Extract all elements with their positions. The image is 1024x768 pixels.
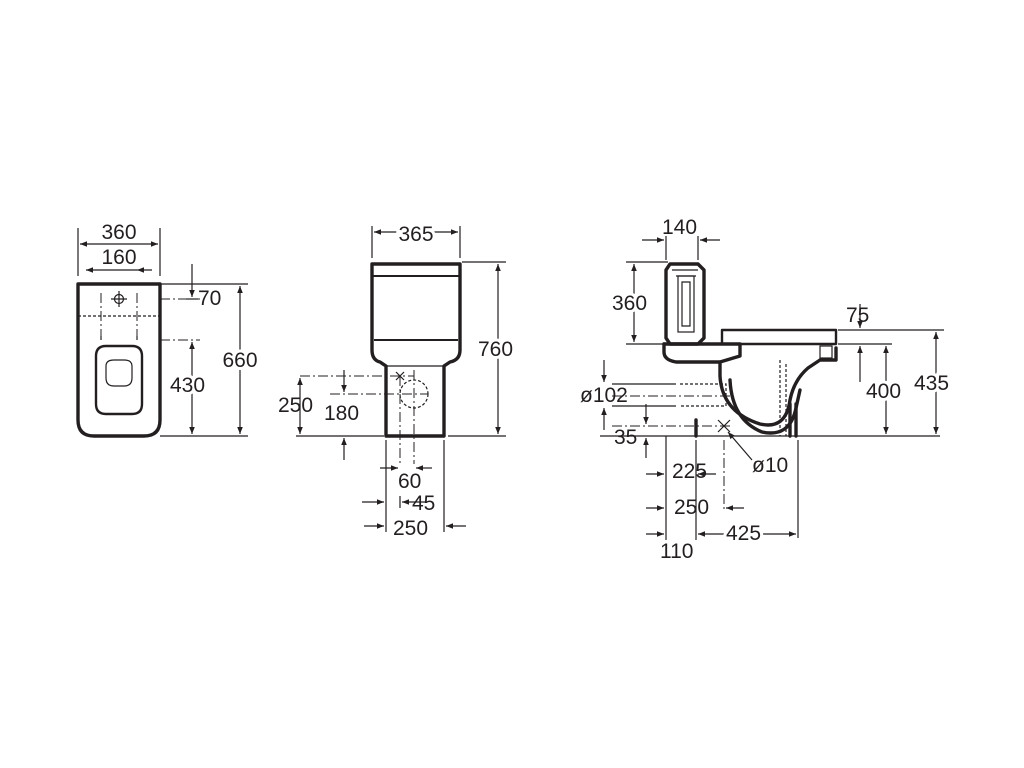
dim-side-seat-height: 435: [914, 372, 949, 395]
dim-top-fixing-to-rear: 430: [170, 374, 205, 397]
dim-top-width: 360: [101, 221, 136, 244]
dim-top-fixing-offset: 70: [198, 287, 221, 310]
front-view: 365 760 250 180 60 45 250: [278, 220, 516, 540]
dim-side-cistern-height: 360: [612, 292, 647, 315]
dim-side-pan-height: 400: [866, 380, 901, 403]
dim-front-width: 365: [398, 223, 433, 246]
pan-base-line: [662, 342, 722, 364]
dim-side-projection: 425: [726, 522, 761, 545]
dim-side-fixing-diameter: ø10: [752, 454, 788, 477]
dim-side-outlet-from-wall-a: 225: [672, 460, 707, 483]
outlet-hidden: [680, 383, 727, 407]
dim-front-outlet-height: 180: [324, 402, 359, 425]
dim-front-height: 760: [478, 338, 513, 361]
dim-side-outlet-from-wall-b: 250: [674, 496, 709, 519]
pan-foot-front: [788, 402, 798, 438]
dim-side-cistern-depth: 140: [662, 216, 697, 239]
top-view: 360 160 660 70 430: [76, 221, 261, 438]
cistern-front-outline: [370, 262, 462, 438]
dim-side-outlet-diameter: ø102: [580, 384, 628, 407]
seat-outline: [94, 344, 144, 416]
dim-front-base-width: 250: [393, 517, 428, 540]
pan-side-outline: [662, 342, 838, 427]
seat-side-outline: [720, 328, 838, 346]
dim-side-wall-offset: 110: [660, 540, 693, 563]
top-view-outline: [76, 282, 162, 438]
dim-front-inlet-offset-b: 45: [412, 492, 435, 515]
dim-front-inlet-height: 250: [278, 394, 313, 417]
dim-side-outlet-centre: 35: [614, 426, 637, 449]
dim-top-length: 660: [222, 349, 257, 372]
seat-buffer: [819, 345, 833, 359]
dim-side-seat-overhang: 75: [846, 304, 869, 327]
side-view: 140 360 75 400 435 ø102 35 225: [580, 216, 952, 563]
trap-outline: [728, 378, 802, 435]
dim-top-fixing-spacing: 160: [101, 246, 136, 269]
flush-valve-outline: [677, 275, 695, 333]
lid-hinge-outline: [105, 359, 133, 387]
dim-front-inlet-offset-a: 60: [398, 470, 421, 493]
